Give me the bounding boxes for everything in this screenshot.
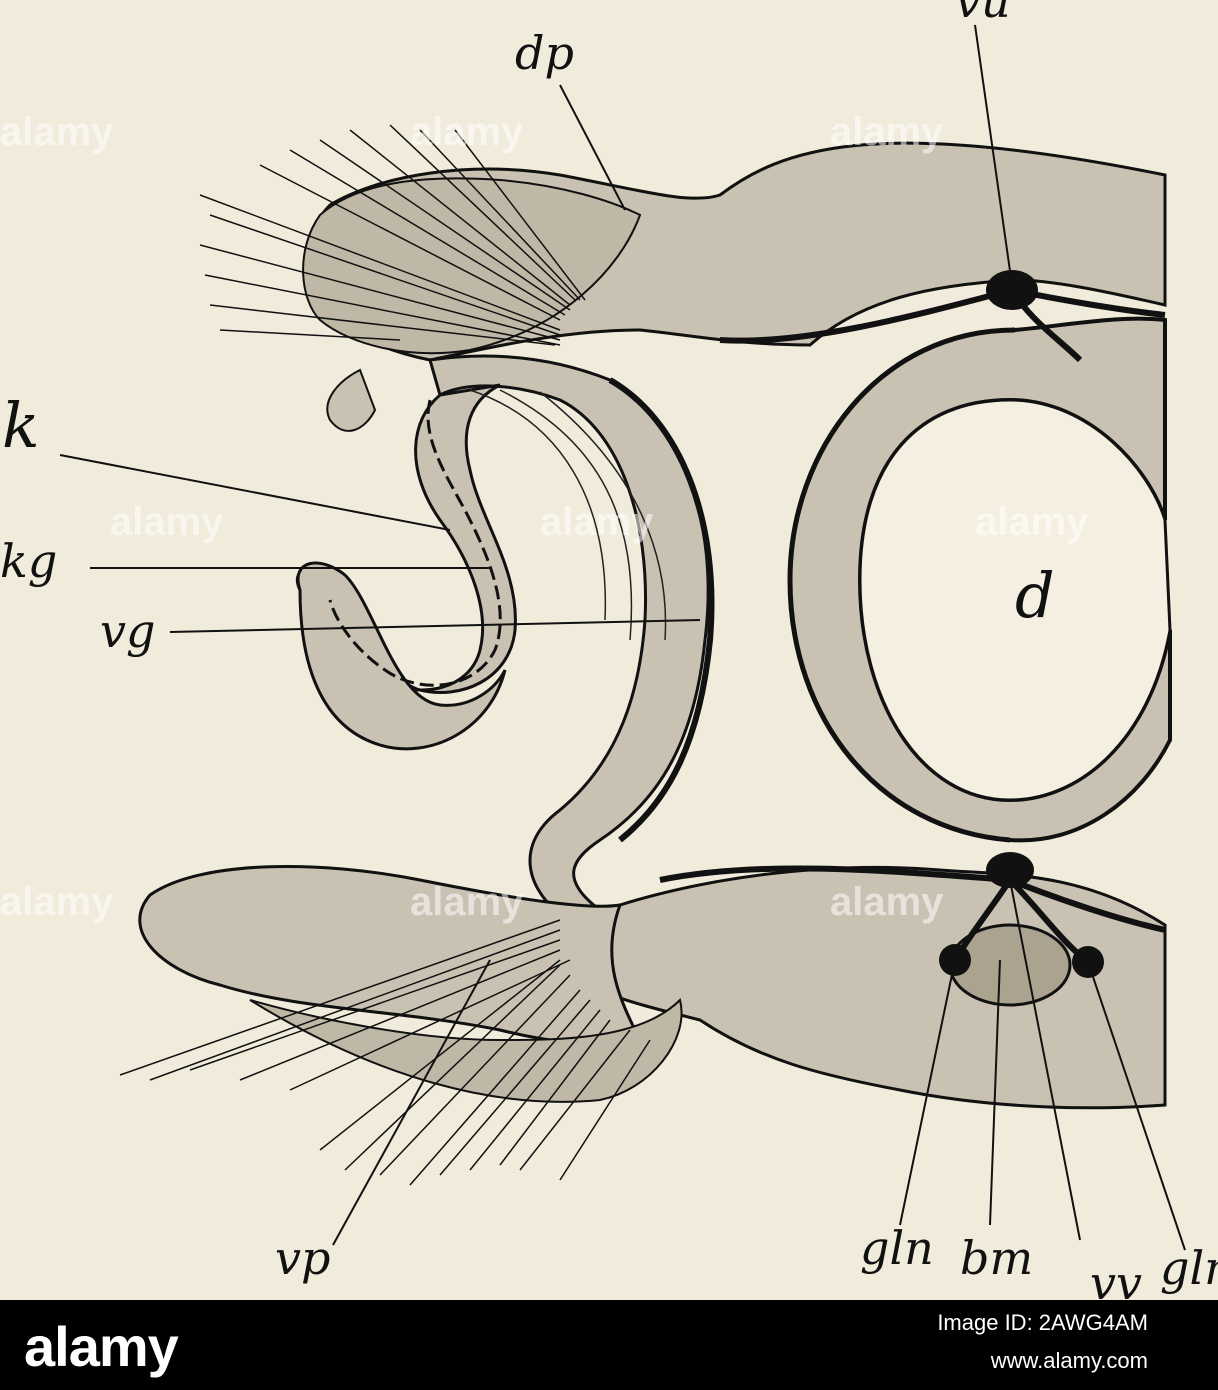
parapodium-muscle-lines: [469, 389, 667, 641]
label-vv: vv: [1090, 1256, 1142, 1310]
label-k: k: [2, 389, 40, 462]
label-kg: kg: [0, 534, 58, 588]
site-url-text: www.alamy.com: [990, 1348, 1148, 1373]
dorsal-vessel-branches: [719, 286, 1166, 363]
stock-footer-bar: alamy Image ID: 2AWG4AM www.alamy.com: [0, 1300, 1218, 1390]
label-vg: vg: [100, 604, 156, 658]
ventral-lower-flap: [249, 998, 683, 1103]
ventral-setae-bundle: [119, 919, 651, 1186]
label-dp: dp: [515, 26, 574, 80]
ventral-vessel-branches: [659, 865, 1166, 965]
watermark: alamy: [830, 110, 944, 154]
watermark: alamy: [410, 880, 524, 924]
watermark: alamy: [0, 880, 114, 924]
watermark: alamy: [975, 500, 1089, 544]
watermark: alamy: [410, 110, 524, 154]
watermark: alamy: [110, 500, 224, 544]
alamy-logo: alamy: [24, 1315, 179, 1378]
label-bm: bm: [960, 1231, 1034, 1285]
finger-process: [326, 368, 377, 432]
label-gln-right: gln: [1160, 1241, 1218, 1295]
label-vp: vp: [275, 1231, 331, 1285]
dorsal-setae-bundle: [199, 124, 586, 346]
label-vu: vu: [955, 0, 1011, 28]
gut-wall-outer-line: [787, 327, 1016, 843]
label-leader-lines: [59, 24, 1186, 1251]
label-d: d: [1015, 559, 1055, 632]
ventral-cirrus-tip: [296, 561, 507, 751]
watermark: alamy: [0, 110, 114, 154]
parapodium-c-body: [428, 354, 710, 917]
cirrus-gland-chain: [328, 399, 502, 687]
gut-lumen: [858, 398, 1172, 802]
label-gln-left: gln: [860, 1221, 934, 1275]
watermark: alamy: [830, 880, 944, 924]
image-id-text: Image ID: 2AWG4AM: [937, 1310, 1148, 1335]
watermark: alamy: [540, 500, 654, 544]
parapodium-inner-wall: [608, 377, 715, 843]
anatomical-cross-section-figure: [59, 24, 1186, 1251]
